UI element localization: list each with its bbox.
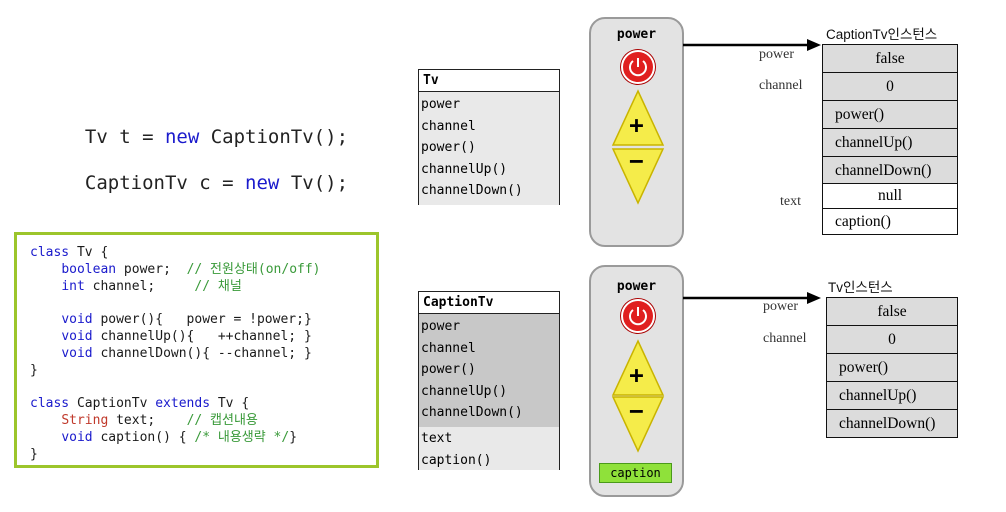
code-keyword: boolean <box>61 261 117 277</box>
code-text: } <box>30 362 38 378</box>
power-button[interactable] <box>621 299 655 333</box>
field-label-text: text <box>780 194 801 209</box>
captiontv-member: channelUp() <box>421 383 508 399</box>
code-keyword: void <box>61 345 93 361</box>
captiontv-member: text <box>421 431 453 446</box>
tv-member: power() <box>421 140 476 156</box>
code-text: caption() { <box>92 429 195 445</box>
code-listing: class Tv { boolean power; // 전원상태(on/off… <box>30 245 321 463</box>
minus-icon: − <box>629 147 644 175</box>
code-keyword: class <box>30 245 70 260</box>
code-keyword: void <box>61 328 93 344</box>
captiontv-member: power <box>421 319 461 334</box>
instance-top-table: false 0 power() channelUp() channelDown(… <box>822 44 958 235</box>
statement-2: CaptionTv c = new Tv(); <box>62 150 348 194</box>
code-text: Tv { <box>210 396 250 412</box>
statement-2-keyword: new <box>245 172 280 194</box>
instance-cell: channelDown() <box>826 408 958 438</box>
power-icon <box>629 307 647 326</box>
code-text: channelUp(){ ++channel; } <box>92 328 312 344</box>
power-icon <box>629 58 647 77</box>
instance-cell: caption() <box>822 207 958 235</box>
tv-class-name: Tv <box>419 70 559 92</box>
code-text: } <box>289 429 298 445</box>
remote-top: power + − <box>589 17 684 247</box>
tv-member: channelUp() <box>421 161 508 177</box>
instance-cell: channelUp() <box>826 380 958 411</box>
reference-arrow-top <box>683 39 821 51</box>
minus-icon: − <box>629 397 644 425</box>
plus-icon: + <box>629 361 644 389</box>
remote-bottom: power + − caption <box>589 265 684 497</box>
instance-bottom-title: Tv인스턴스 <box>828 280 893 295</box>
code-keyword: void <box>61 429 93 445</box>
reference-arrow-bottom <box>683 292 821 304</box>
captiontv-member: channelDown() <box>421 405 523 421</box>
code-comment: // 전원상태(on/off) <box>186 261 321 277</box>
field-label-channel: channel <box>759 78 803 93</box>
code-keyword: extends <box>155 396 211 412</box>
code-comment: /* 내용생략 */ <box>194 429 290 445</box>
captiontv-member: power() <box>421 362 476 378</box>
channel-up-button[interactable] <box>611 339 665 397</box>
tv-class-members: power channel power() channelUp() channe… <box>419 92 559 205</box>
power-button[interactable] <box>621 50 655 84</box>
tv-member: channel <box>421 118 476 134</box>
code-text: CaptionTv <box>69 396 156 412</box>
instance-cell: channelUp() <box>822 127 958 158</box>
instance-cell: false <box>822 44 958 74</box>
captiontv-class-box: CaptionTv power channel power() channelU… <box>418 291 560 470</box>
statement-2-rest: Tv(); <box>279 172 349 194</box>
captiontv-own-members: text caption() <box>419 427 559 470</box>
channel-up-button[interactable] <box>611 89 665 147</box>
channel-down-button[interactable] <box>611 395 665 453</box>
captiontv-class-name: CaptionTv <box>419 292 559 314</box>
statement-1-rest: CaptionTv(); <box>199 126 349 148</box>
statement-1-text: Tv t = <box>84 126 165 148</box>
statement-1-keyword: new <box>164 126 200 148</box>
channel-down-button[interactable] <box>611 147 665 205</box>
code-text: power(){ power = !power;} <box>92 312 312 328</box>
statement-2-text: CaptionTv c = <box>84 172 246 194</box>
code-text: channelDown(){ --channel; } <box>92 345 312 361</box>
code-comment: // 캡션내용 <box>186 412 258 428</box>
tv-member: power <box>421 97 461 112</box>
tv-class-box: Tv power channel power() channelUp() cha… <box>418 69 560 205</box>
code-text: } <box>30 446 38 462</box>
code-box: class Tv { boolean power; // 전원상태(on/off… <box>14 232 379 468</box>
code-keyword: void <box>61 312 93 328</box>
instance-cell: null <box>822 183 958 210</box>
code-type: String <box>61 412 109 428</box>
instance-cell: 0 <box>826 324 958 355</box>
instance-bottom-table: false 0 power() channelUp() channelDown(… <box>826 297 958 438</box>
statement-1: Tv t = new CaptionTv(); <box>62 104 348 148</box>
instance-cell: power() <box>822 99 958 130</box>
instance-cell: false <box>826 297 958 327</box>
plus-icon: + <box>629 111 644 139</box>
captiontv-member: channel <box>421 340 476 356</box>
code-text: text; <box>108 412 187 428</box>
captiontv-inherited-members: power channel power() channelUp() channe… <box>419 314 559 427</box>
code-text: channel; <box>84 278 195 294</box>
field-label-power: power <box>763 299 798 314</box>
code-comment: // 채널 <box>194 278 242 294</box>
caption-button[interactable]: caption <box>599 463 672 483</box>
instance-top-title: CaptionTv인스턴스 <box>826 27 938 42</box>
instance-cell: power() <box>826 352 958 383</box>
code-text: power; <box>116 261 187 277</box>
field-label-power: power <box>759 47 794 62</box>
code-keyword: class <box>30 396 70 412</box>
code-keyword: int <box>61 278 85 294</box>
remote-power-label: power <box>616 27 657 42</box>
code-text: Tv { <box>69 245 109 260</box>
tv-member: channelDown() <box>421 183 523 199</box>
instance-cell: channelDown() <box>822 155 958 185</box>
captiontv-member: caption() <box>421 452 492 468</box>
remote-power-label: power <box>616 279 657 294</box>
instance-cell: 0 <box>822 71 958 102</box>
field-label-channel: channel <box>763 331 807 346</box>
